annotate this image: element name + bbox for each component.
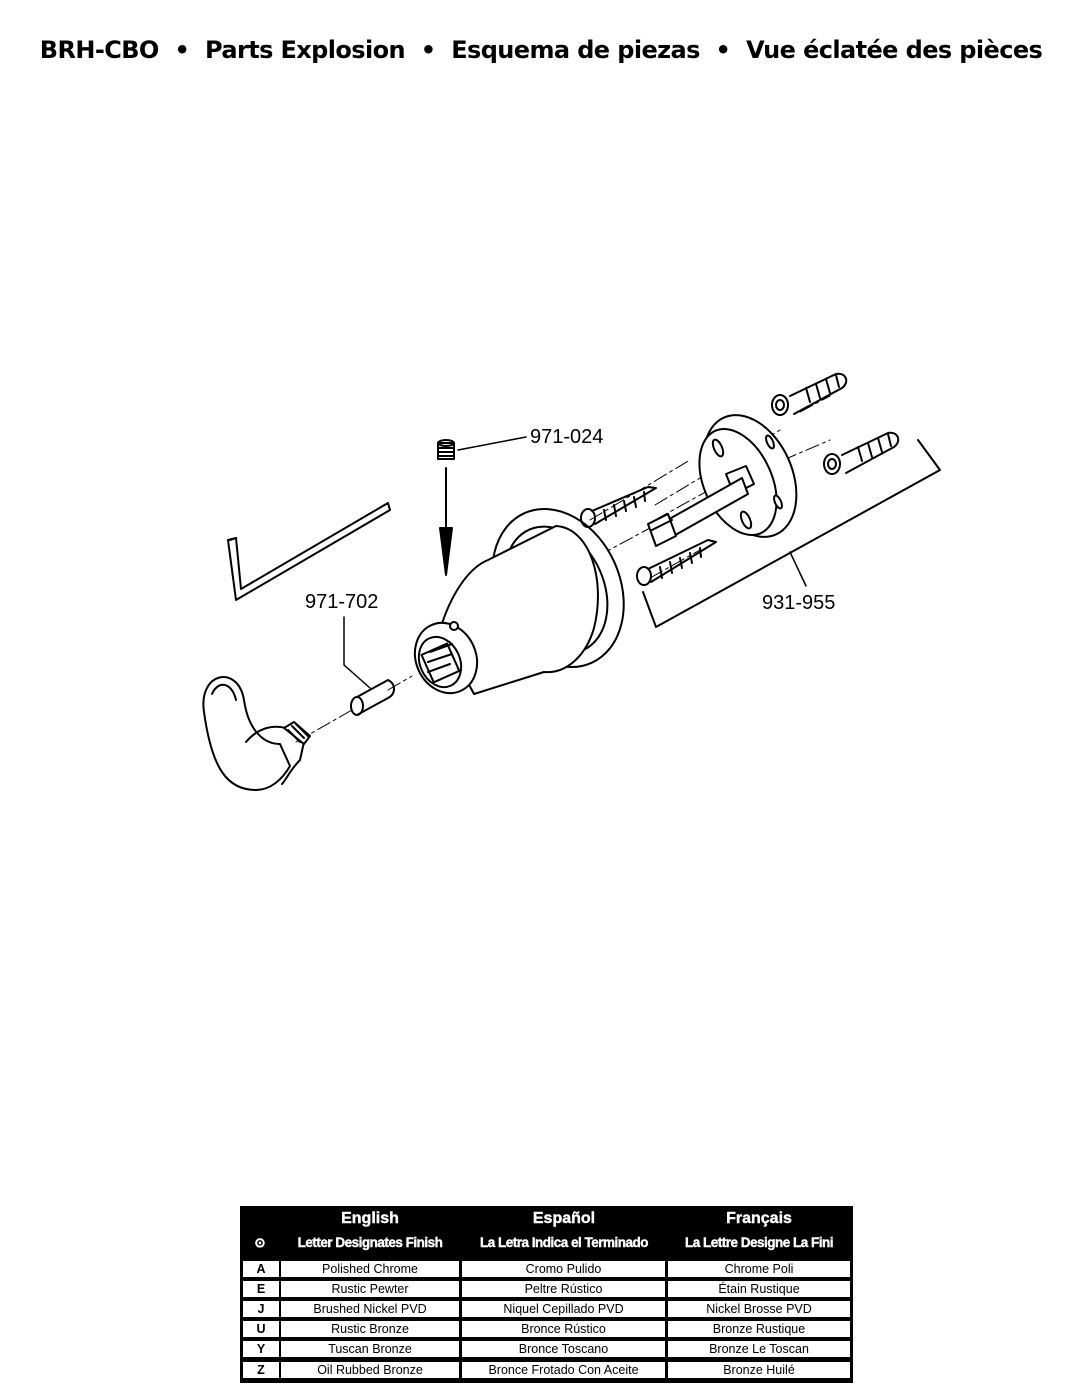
key-symbol-icon: ⊙ <box>254 1235 266 1250</box>
title-english: Parts Explosion <box>205 36 406 64</box>
finish-letter: Y <box>243 1341 279 1357</box>
wall-anchor-lower <box>823 431 900 475</box>
finish-letter: U <box>243 1321 279 1337</box>
mounting-kit-bracket <box>642 439 941 628</box>
finish-french: Nickel Brosse PVD <box>668 1301 850 1317</box>
part-label-pin: 971-702 <box>305 591 378 613</box>
finish-english: Rustic Pewter <box>281 1281 459 1297</box>
lever-handle <box>202 676 311 791</box>
pin-leader-line <box>343 616 371 689</box>
table-header-languages: English Español Français <box>240 1208 853 1230</box>
finish-letter: A <box>243 1261 279 1277</box>
wall-anchor-upper <box>771 372 848 416</box>
finish-english: Oil Rubbed Bronze <box>281 1362 459 1378</box>
header-english: English <box>341 1210 399 1227</box>
mounting-plate <box>647 414 798 547</box>
table-header-subtitles: ⊙ Letter Designates Finish La Letra Indi… <box>240 1232 853 1254</box>
subheader-french: La Lettre Designe La Fini <box>684 1235 834 1250</box>
finish-spanish: Bronce Frotado Con Aceite <box>462 1362 665 1378</box>
finish-french: Bronze Rustique <box>668 1321 850 1337</box>
insert-arrow <box>439 467 453 576</box>
finish-french: Bronze Le Toscan <box>668 1341 850 1357</box>
hex-key <box>227 502 391 601</box>
parts-explosion-diagram: 971-702 971-024 <box>202 372 941 791</box>
finish-french: Étain Rustique <box>668 1281 850 1297</box>
title-separator: • <box>420 36 436 64</box>
finish-french: Bronze Huilé <box>668 1362 850 1378</box>
model-number: BRH-CBO <box>39 36 160 64</box>
set-screw-leader-line <box>457 436 527 451</box>
finish-spanish: Niquel Cepillado PVD <box>462 1301 665 1317</box>
finish-letter: J <box>243 1301 279 1317</box>
finish-table: English Español Français ⊙ Letter Design… <box>240 1206 853 1383</box>
finish-french: Chrome Poli <box>668 1261 850 1277</box>
finish-spanish: Bronce Rústico <box>462 1321 665 1337</box>
pin-part <box>350 679 395 716</box>
wood-screw-lower <box>636 539 717 586</box>
title-separator: • <box>715 36 731 64</box>
page-title: BRH-CBO • Parts Explosion • Esquema de p… <box>0 36 1082 64</box>
header-french: Français <box>726 1210 792 1227</box>
finish-english: Tuscan Bronze <box>281 1341 459 1357</box>
finish-spanish: Bronce Toscano <box>462 1341 665 1357</box>
escutcheon-body <box>413 507 625 695</box>
subheader-english: Letter Designates Finish <box>297 1235 443 1250</box>
finish-english: Rustic Bronze <box>281 1321 459 1337</box>
title-separator: • <box>174 36 190 64</box>
part-label-set-screw: 971-024 <box>530 426 603 448</box>
finish-letter: Z <box>243 1362 279 1378</box>
finish-spanish: Peltre Rústico <box>462 1281 665 1297</box>
wood-screw-upper <box>580 486 657 528</box>
title-french: Vue éclatée des pièces <box>746 36 1043 64</box>
finish-english: Polished Chrome <box>281 1261 459 1277</box>
subheader-spanish: La Letra Indica el Terminado <box>479 1235 649 1250</box>
mounting-kit-leader-line <box>789 551 807 587</box>
set-screw-part <box>437 439 455 460</box>
finish-english: Brushed Nickel PVD <box>281 1301 459 1317</box>
finish-letter: E <box>243 1281 279 1297</box>
finish-spanish: Cromo Pulido <box>462 1261 665 1277</box>
title-spanish: Esquema de piezas <box>451 36 700 64</box>
header-spanish: Español <box>532 1210 596 1227</box>
part-label-mounting-kit: 931-955 <box>762 592 835 614</box>
